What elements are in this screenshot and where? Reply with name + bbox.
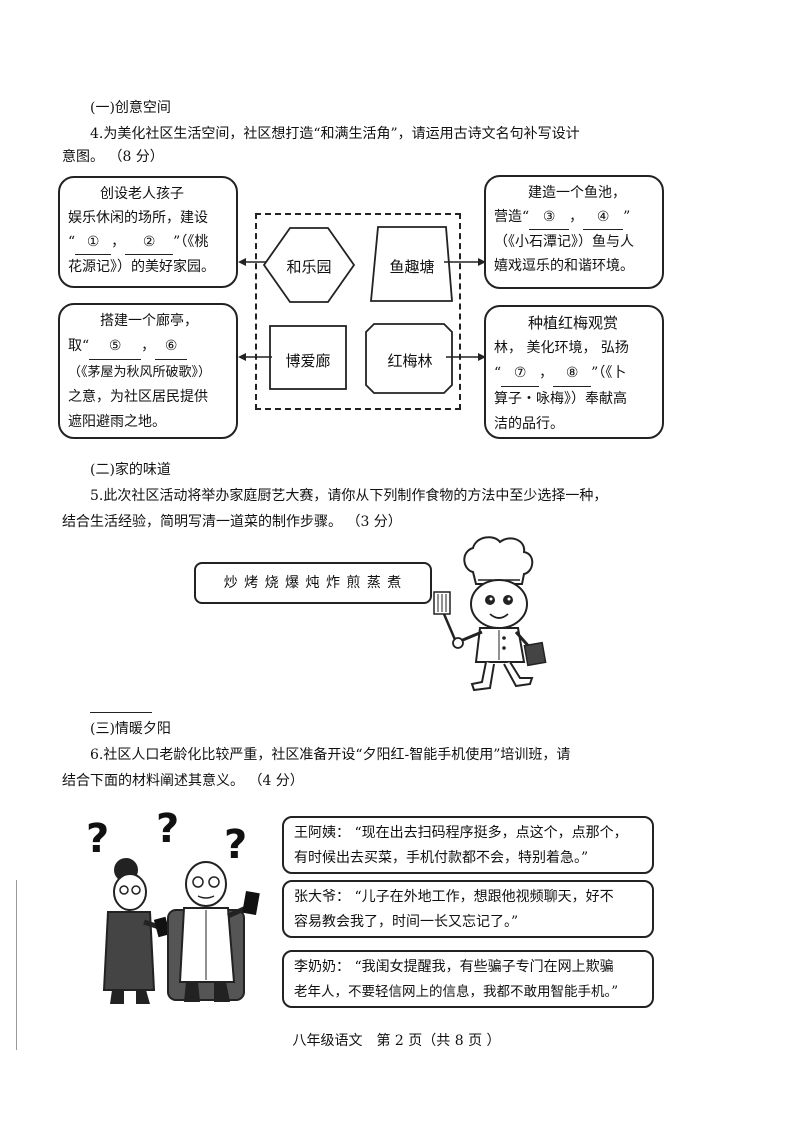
section-heading-warm-sunset: (三)情暖夕阳: [90, 721, 171, 737]
material-2-line2: 容易教会我了，时间一长又忘记了。”: [294, 914, 519, 930]
blank-7[interactable]: ⑦: [501, 361, 540, 387]
bubble-tl-line3: “①，②”（《桃: [68, 230, 228, 255]
arrow-right-top: [478, 258, 486, 266]
blank-5[interactable]: ⑤: [89, 334, 142, 360]
bubble-bl-line5: 遮阳避雨之地。: [68, 414, 166, 430]
rectangle-shape: [269, 325, 347, 390]
bubble-bl-line3: （《茅屋为秋风所破歌》）: [68, 365, 212, 380]
hexagon-shape: [262, 227, 356, 303]
svg-text:?: ?: [86, 816, 109, 862]
arrow-left-bottom: [238, 353, 246, 361]
question-4-text-line2: 意图。 （8 分）: [62, 149, 164, 165]
arrow-right-bottom: [478, 353, 486, 361]
bubble-bl-line2: 取“⑤，⑥: [68, 334, 228, 360]
section-heading-family-taste: (二)家的味道: [90, 462, 171, 478]
blank-4[interactable]: ④: [583, 205, 624, 230]
bubble-br-line5: 洁的品行。: [494, 416, 564, 432]
page-edge-line: [16, 880, 17, 1050]
blank-3[interactable]: ③: [529, 205, 570, 230]
section-3-heading-rule: [90, 712, 152, 713]
bubble-br-line1: 种植红梅观赏: [528, 314, 619, 332]
blank-6[interactable]: ⑥: [155, 334, 188, 360]
bubble-tr-line3: （《小石潭记》）鱼与人: [494, 234, 634, 250]
trapezoid-label: 鱼趣塘: [389, 258, 435, 276]
question-4-text-line1: 4.为美化社区生活空间，社区想打造“和满生活角”，请运用古诗文名句补写设计: [90, 126, 580, 142]
bubble-tl-line4: 花源记》）的美好家园。: [68, 259, 215, 275]
bubble-tr-line2: 营造“③，④”: [494, 205, 654, 230]
trapezoid-shape: [370, 226, 453, 302]
octagon-shape: [365, 323, 453, 394]
section-heading-creative-space: (一)创意空间: [90, 100, 171, 116]
elderly-with-phones-illustration: ? ? ?: [86, 812, 260, 1004]
dashed-frame: [255, 213, 461, 410]
bubble-he-le-yuan: 创设老人孩子 娱乐休闲的场所，建设 “①，②”（《桃 花源记》）的美好家园。: [58, 176, 238, 288]
material-1-line1: 王阿姨： “现在出去扫码程序挺多，点这个，点那个，: [294, 825, 628, 841]
arrow-left-top: [238, 258, 246, 266]
material-box-uncle-zhang: 张大爷： “儿子在外地工作，想跟他视频聊天，好不 容易教会我了，时间一长又忘记了…: [282, 880, 654, 938]
material-box-aunt-wang: 王阿姨： “现在出去扫码程序挺多，点这个，点那个， 有时候出去买菜，手机付款都不…: [282, 816, 654, 874]
material-3-line1: 李奶奶： “我闺女提醒我，有些骗子专门在网上欺骗: [294, 959, 614, 975]
svg-text:?: ?: [224, 822, 247, 868]
bubble-tr-line1: 建造一个鱼池，: [528, 185, 626, 201]
bubble-bl-line4: 之意，为社区居民提供: [68, 389, 208, 405]
question-5-text-line1: 5.此次社区活动将举办家庭厨艺大赛，请你从下列制作食物的方法中至少选择一种，: [90, 488, 608, 504]
blank-8[interactable]: ⑧: [553, 361, 592, 387]
bubble-bl-line1: 搭建一个廊亭，: [100, 313, 198, 329]
bubble-tl-line1: 创设老人孩子: [100, 186, 184, 202]
cooking-methods-box: 炒 烤 烧 爆 炖 炸 煎 蒸 煮: [194, 562, 432, 604]
blank-1[interactable]: ①: [75, 230, 112, 255]
bubble-hong-mei-lin: 种植红梅观赏 林， 美化环境， 弘扬 “⑦，⑧”（《卜 算子・咏梅》）奉献高 洁…: [484, 305, 664, 439]
material-2-line1: 张大爷： “儿子在外地工作，想跟他视频聊天，好不: [294, 889, 614, 905]
blank-2[interactable]: ②: [125, 230, 174, 255]
octagon-label: 红梅林: [387, 352, 433, 370]
question-5-text-line2: 结合生活经验，简明写清一道菜的制作步骤。 （3 分）: [62, 514, 402, 530]
bubble-tl-line2: 娱乐休闲的场所，建设: [68, 210, 208, 226]
bubble-br-line2: 林， 美化环境， 弘扬: [494, 340, 629, 356]
question-6-text-line2: 结合下面的材料阐述其意义。 （4 分）: [62, 773, 304, 789]
bubble-yu-qu-tang: 建造一个鱼池， 营造“③，④” （《小石潭记》）鱼与人 嬉戏逗乐的和谐环境。: [484, 175, 664, 289]
bubble-br-line4: 算子・咏梅》）奉献高: [494, 391, 627, 407]
hexagon-label: 和乐园: [286, 258, 332, 276]
bubble-br-line3: “⑦，⑧”（《卜: [494, 361, 654, 387]
material-1-line2: 有时候出去买菜，手机付款都不会，特别着急。”: [294, 850, 589, 866]
question-6-text-line1: 6.社区人口老龄化比较严重，社区准备开设“夕阳红-智能手机使用”培训班，请: [90, 747, 571, 763]
bubble-bo-ai-lang: 搭建一个廊亭， 取“⑤，⑥ （《茅屋为秋风所破歌》） 之意，为社区居民提供 遮阳…: [58, 303, 238, 439]
page-footer: 八年级语文 第 2 页（共 8 页 ）: [292, 1033, 501, 1049]
material-3-line2: 老年人，不要轻信网上的信息，我都不敢用智能手机。”: [294, 984, 619, 1000]
chef-illustration: [433, 536, 547, 692]
rectangle-label: 博爱廊: [285, 352, 331, 370]
bubble-tr-line4: 嬉戏逗乐的和谐环境。: [494, 258, 634, 274]
diagram-shapes: [238, 226, 486, 394]
svg-text:?: ?: [156, 812, 179, 852]
material-box-grandma-li: 李奶奶： “我闺女提醒我，有些骗子专门在网上欺骗 老年人，不要轻信网上的信息，我…: [282, 950, 654, 1008]
